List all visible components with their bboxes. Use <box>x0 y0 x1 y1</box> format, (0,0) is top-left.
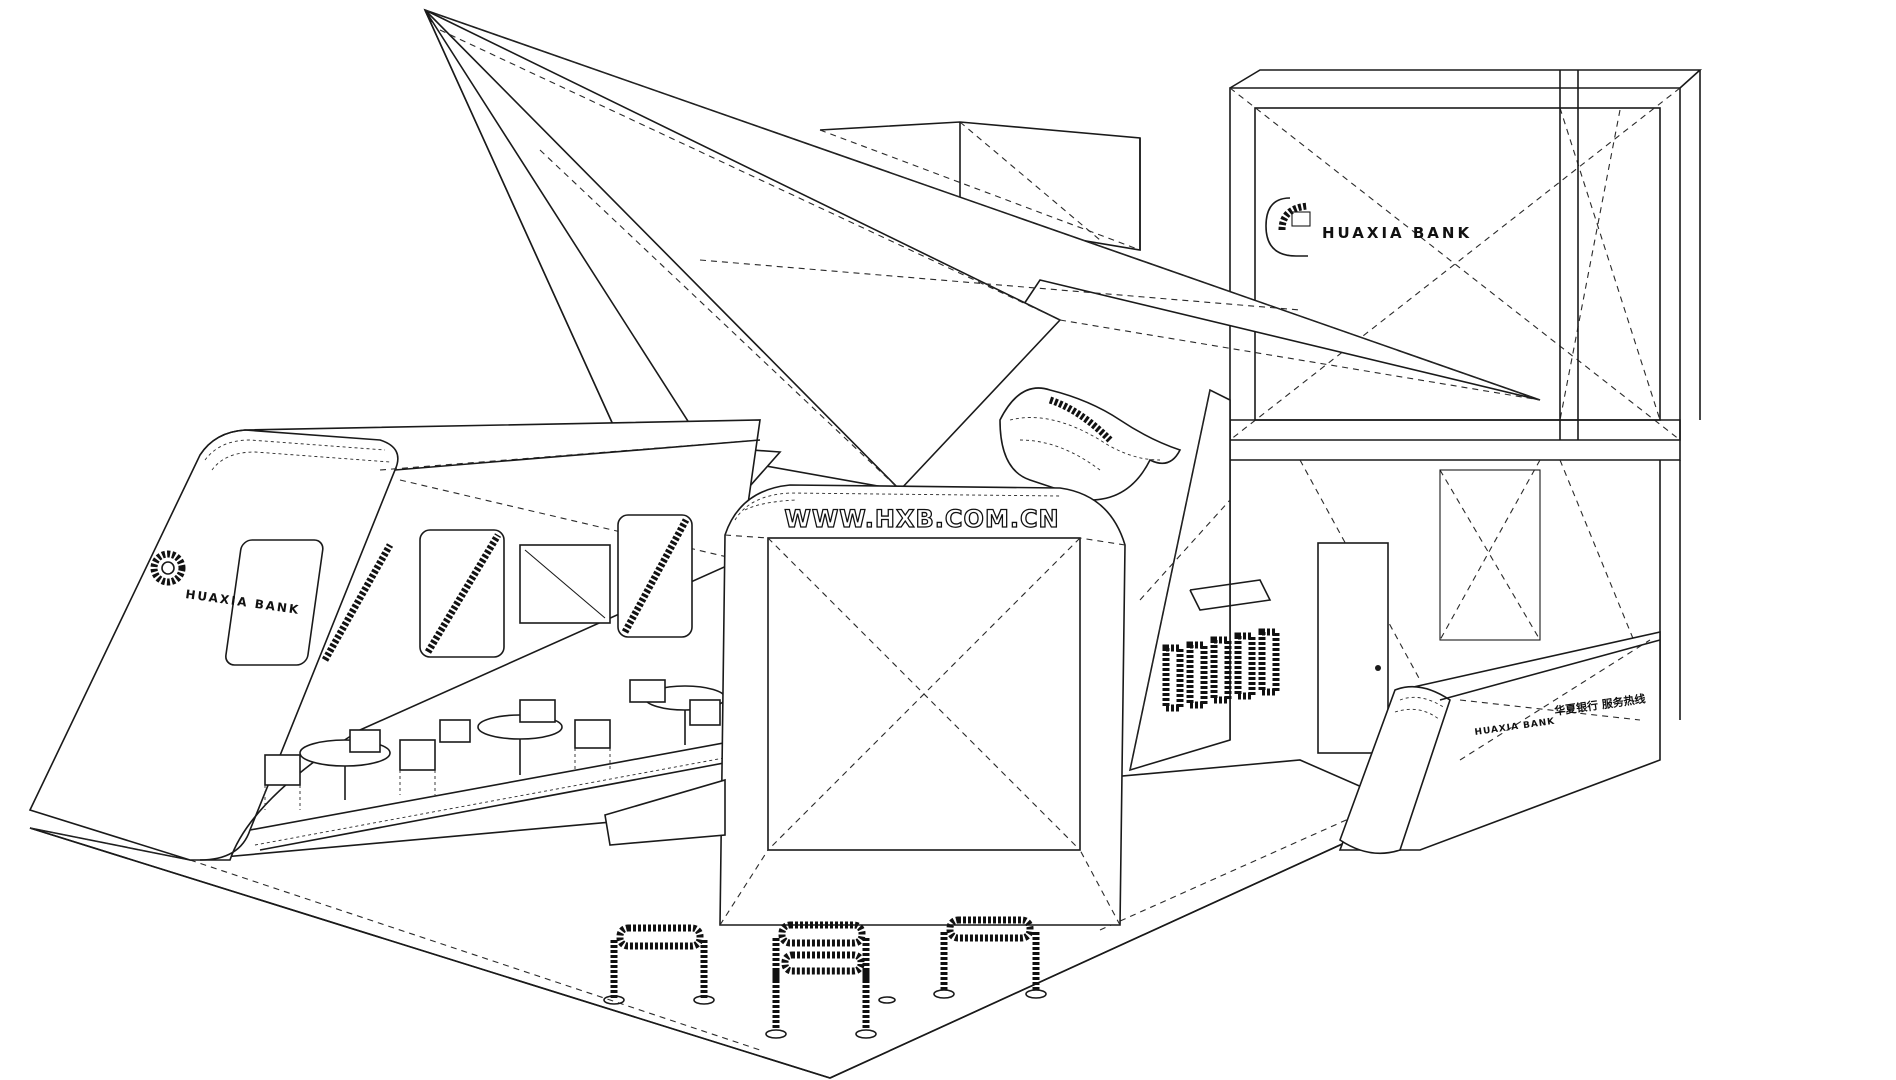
wall-frame-1 <box>225 539 324 666</box>
lounge-chair-8 <box>689 699 721 726</box>
door <box>1317 542 1389 754</box>
lounge-chair-4 <box>439 719 471 743</box>
lounge-chair-3 <box>399 739 436 771</box>
lounge-chair-2 <box>349 729 381 753</box>
inner-service-wall <box>1128 388 1280 772</box>
lounge-chair-1 <box>264 754 301 786</box>
reception-counter: HUAXIA BANK 华夏银行 服务热线 <box>1338 631 1661 855</box>
cube-front-panel <box>767 537 1081 851</box>
website-url: WWW.HXB.COM.CN <box>784 505 1059 533</box>
lounge-furniture <box>264 679 726 810</box>
tower-brand-name: HUAXIA BANK <box>1322 224 1472 242</box>
back-truss <box>819 121 1141 251</box>
front-stool-3 <box>933 916 1047 999</box>
lounge-chair-6 <box>574 719 611 749</box>
lounge-chair-5 <box>519 699 556 723</box>
front-stool-1 <box>603 924 715 1005</box>
lounge-chair-7 <box>629 679 666 703</box>
triangular-canopy <box>423 8 1541 522</box>
bar-stools <box>1162 579 1280 712</box>
central-cube: WWW.HXB.COM.CN <box>604 484 1126 926</box>
front-stools <box>603 916 1047 1039</box>
door-knob <box>1375 665 1381 671</box>
front-stool-2 <box>765 921 896 1039</box>
wall-frame-4 <box>617 514 693 638</box>
dragon-sculpture <box>999 387 1182 501</box>
left-curved-wall: HUAXIA BANK <box>28 419 761 861</box>
tower-brand-logo: HUAXIA BANK <box>1265 197 1472 257</box>
